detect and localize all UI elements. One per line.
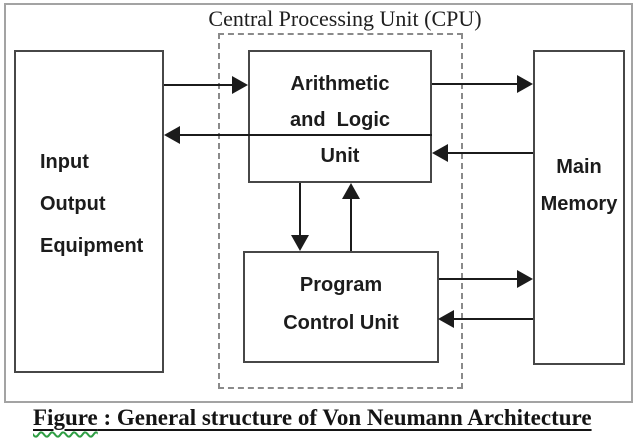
arrow-pcu-to-alu-head-icon — [342, 183, 360, 199]
cpu-boundary-box — [218, 33, 463, 389]
arrow-alu-to-memory-head-icon — [517, 75, 533, 93]
box-main-memory-label: Main Memory — [540, 156, 618, 215]
figure-caption: Figure : General structure of Von Neuman… — [33, 405, 633, 431]
arrow-alu-to-pcu-shaft — [299, 183, 301, 237]
arrow-pcu-to-memory-shaft — [439, 278, 518, 280]
arrow-alu-to-pcu-head-icon — [291, 235, 309, 251]
arrow-pcu-to-alu-shaft — [350, 197, 352, 251]
arrow-alu-to-io-head-icon — [164, 126, 180, 144]
cpu-boundary-title: Central Processing Unit (CPU) — [208, 6, 482, 31]
figure-caption-rest: : General structure of Von Neumann Archi… — [97, 405, 592, 430]
arrow-io-to-alu-head-icon — [232, 76, 248, 94]
arrow-memory-to-alu-head-icon — [432, 144, 448, 162]
box-arithmetic-logic-unit-label: Arithmetic and Logic Unit — [290, 73, 390, 167]
arrow-io-to-alu-shaft — [164, 84, 234, 86]
box-input-output-equipment-label: Input Output Equipment — [40, 151, 144, 257]
arrow-alu-to-memory-shaft — [432, 83, 518, 85]
box-input-output-equipment: Input Output Equipment — [14, 50, 164, 373]
figure-caption-word: Figure — [33, 405, 98, 430]
box-arithmetic-logic-unit: Arithmetic and Logic Unit — [248, 50, 432, 183]
arrow-alu-to-io-shaft — [178, 134, 432, 136]
arrow-pcu-to-memory-head-icon — [517, 270, 533, 288]
box-program-control-unit-label: Program Control Unit — [283, 274, 399, 334]
arrow-memory-to-pcu-head-icon — [438, 310, 454, 328]
box-main-memory: Main Memory — [533, 50, 625, 365]
arrow-memory-to-alu-shaft — [446, 152, 533, 154]
arrow-memory-to-pcu-shaft — [452, 318, 533, 320]
box-program-control-unit: Program Control Unit — [243, 251, 439, 363]
